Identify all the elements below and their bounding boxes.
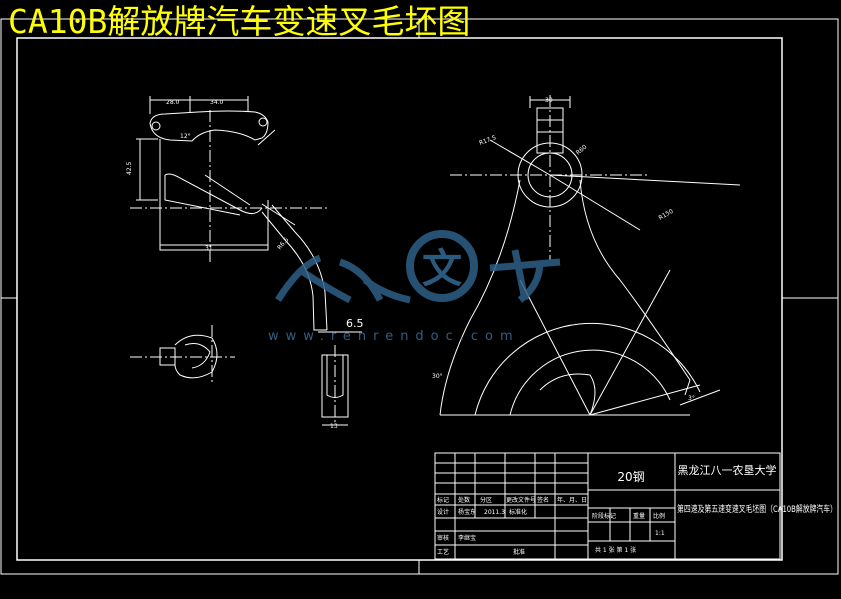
review-label: 审核 xyxy=(437,534,449,542)
scale-label: 比例 xyxy=(653,512,665,520)
part-name: 第四速及第五速变速叉毛坯图（CA10B解放牌汽车） xyxy=(677,503,837,515)
sheet-info: 共 1 张 第 1 张 xyxy=(595,546,636,554)
drawing-title: CA10B解放牌汽车变速叉毛坯图 xyxy=(8,2,471,41)
mark-label-6: 年、月、日 xyxy=(557,496,587,504)
title-block-material: 20钢 xyxy=(617,470,644,484)
dim-left-bottom: 31 xyxy=(205,245,213,252)
dim-right-r-small: R17.5 xyxy=(478,134,497,147)
mark-label-2: 处数 xyxy=(458,496,470,504)
watermark-logo: 文 xyxy=(275,230,561,304)
watermark-site: www.renrendoc.com xyxy=(268,329,520,344)
title-block-school: 黑龙江八一农垦大学 xyxy=(678,463,777,477)
dim-left-height: 42.5 xyxy=(126,161,133,175)
dim-right-angle-a: 30° xyxy=(432,373,443,380)
scale-value: 1:1 xyxy=(655,530,665,537)
standard-label: 标准化 xyxy=(509,508,527,516)
approve-label: 批准 xyxy=(513,548,525,556)
design-date: 2011.3 xyxy=(484,509,505,516)
dim-angle-a: 12° xyxy=(180,133,191,140)
left-view xyxy=(130,96,362,333)
stage-mark-label: 阶段标记 xyxy=(592,512,616,520)
right-view xyxy=(439,95,741,416)
inner-frame xyxy=(16,37,783,561)
reviewer-name: 李继宝 xyxy=(458,534,476,542)
slot-view xyxy=(321,345,349,426)
dim-right-long: R150 xyxy=(658,208,675,222)
outer-frame xyxy=(0,18,839,575)
dim-right-angle-b: 3° xyxy=(688,395,695,402)
designer-name: 杨宝东 xyxy=(458,508,476,516)
dim-left-top-a: 28.0 xyxy=(166,99,180,106)
dim-slot: 6.5 xyxy=(346,317,364,330)
mark-label-4: 更改文件号 xyxy=(506,496,536,504)
left-section-view xyxy=(130,325,235,385)
process-label: 工艺 xyxy=(437,548,449,556)
designer-label: 设计 xyxy=(437,508,449,516)
dim-slot-bottom: 13 xyxy=(330,423,338,430)
dim-right-top: 30 xyxy=(545,97,553,104)
title-block-grid xyxy=(434,452,781,560)
mark-label-5: 签名 xyxy=(537,496,549,504)
weight-label: 重量 xyxy=(633,512,645,520)
dim-left-top-b: 34.0 xyxy=(210,99,224,106)
mark-label-1: 标记 xyxy=(437,496,449,504)
mark-label-3: 分区 xyxy=(480,496,492,504)
watermark-glyph: 文 xyxy=(422,246,462,292)
dim-right-r-big: R60 xyxy=(575,143,589,156)
